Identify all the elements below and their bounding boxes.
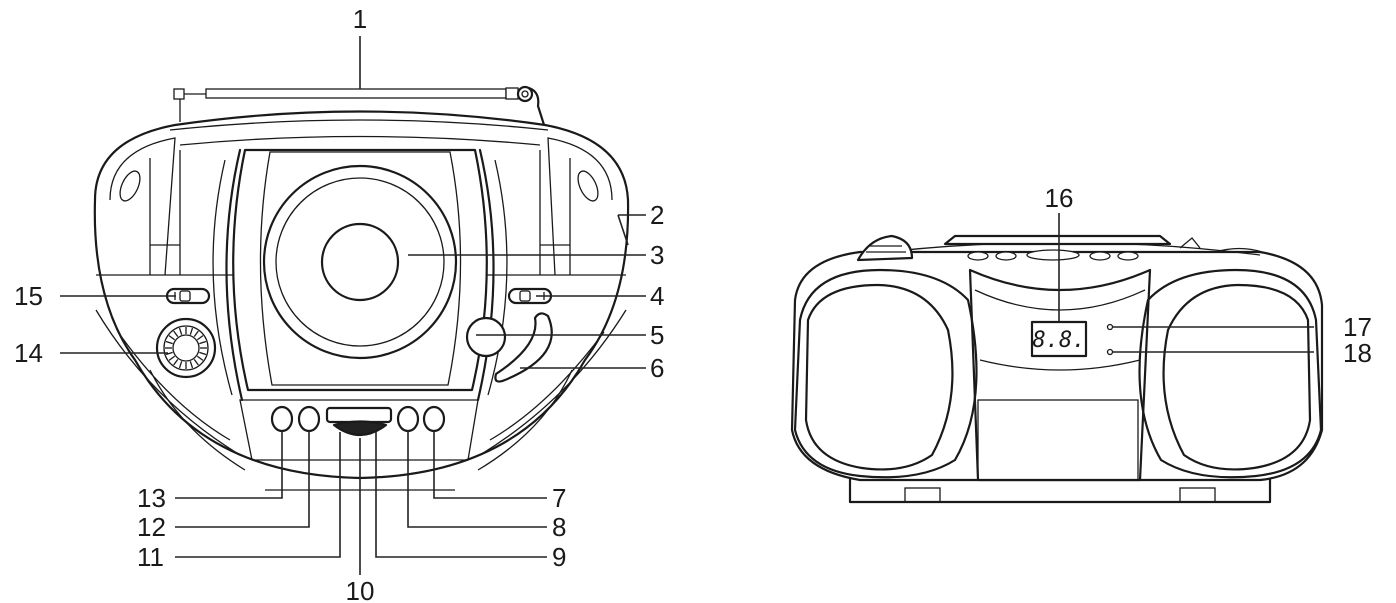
callout-3: 3 <box>650 240 664 270</box>
dial-tick <box>196 355 204 361</box>
callout-11: 11 <box>137 542 164 572</box>
dial-tick <box>193 358 199 366</box>
front-control-panel <box>239 399 479 491</box>
dial-tick <box>178 361 183 369</box>
dial-tick <box>168 355 176 361</box>
callout-5: 5 <box>650 320 664 350</box>
telescopic-antenna <box>173 85 547 130</box>
dial-tick <box>199 340 207 345</box>
dial-tick <box>173 358 179 366</box>
dial-tick <box>189 361 194 369</box>
callout-9: 9 <box>552 542 566 572</box>
dial-tick <box>165 351 173 356</box>
top-button <box>1089 251 1111 261</box>
top-center-button <box>1026 249 1080 261</box>
dial-tick <box>178 327 183 335</box>
callout-6: 6 <box>650 353 664 383</box>
callout-2: 2 <box>650 200 664 230</box>
callout-4: 4 <box>650 281 664 311</box>
front-leader-lines <box>60 36 646 575</box>
callout-12: 12 <box>137 512 166 542</box>
callout-13: 13 <box>137 483 166 513</box>
rear-leader-lines <box>1058 213 1314 353</box>
front-view <box>60 36 646 575</box>
top-button <box>995 251 1017 261</box>
callout-15: 15 <box>14 281 43 311</box>
dial-tick <box>196 335 204 341</box>
callout-7: 7 <box>552 483 566 513</box>
dial-tick <box>173 330 179 338</box>
display-readout: 8.8. <box>1033 328 1086 353</box>
rear-view: 8.8. <box>790 213 1324 504</box>
callout-14: 14 <box>14 338 43 368</box>
callout-16: 16 <box>1045 183 1074 213</box>
top-button <box>1117 251 1139 261</box>
callout-17: 17 <box>1343 312 1372 342</box>
tuning-dial <box>155 317 217 379</box>
dial-tick <box>193 330 199 338</box>
callout-labels: 1 2 3 4 5 6 7 8 9 10 11 12 13 14 15 16 1… <box>14 4 1372 603</box>
cd-lid <box>232 148 488 392</box>
dial-tick <box>165 340 173 345</box>
callout-1: 1 <box>353 4 367 34</box>
dial-tick <box>168 335 176 341</box>
top-button <box>967 251 989 261</box>
dial-tick <box>199 351 207 356</box>
dial-tick <box>189 327 194 335</box>
jack-and-slot <box>465 312 553 383</box>
callout-10: 10 <box>346 576 375 603</box>
callout-8: 8 <box>552 512 566 542</box>
rear-body: 8.8. <box>790 234 1324 504</box>
callout-18: 18 <box>1343 338 1372 368</box>
